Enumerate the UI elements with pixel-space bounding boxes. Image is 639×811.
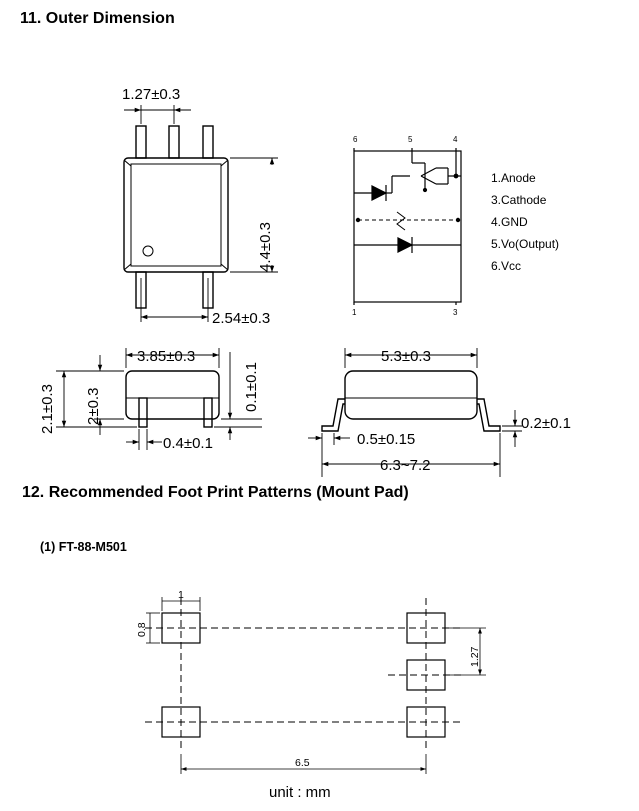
pin-number-3: 3 — [453, 308, 458, 317]
footprint-subtitle: (1) FT-88-M501 — [40, 540, 127, 554]
foot-length-label: 0.5±0.15 — [357, 431, 415, 448]
side-view-package — [125, 370, 220, 428]
pin-pitch-label: 1.27±0.3 — [122, 86, 180, 103]
legend-vcc: 6.Vcc — [491, 259, 521, 273]
section-12-title: 12. Recommended Foot Print Patterns (Mou… — [22, 484, 409, 501]
top-view-package — [123, 125, 229, 309]
pin-span-label: 2.54±0.3 — [212, 310, 270, 327]
pin-number-4: 4 — [453, 135, 458, 144]
footprint-centerlines — [145, 598, 463, 752]
end-view-package — [321, 370, 501, 432]
side-body-width-label: 3.85±0.3 — [137, 348, 195, 365]
pin-number-1: 1 — [352, 308, 357, 317]
top-view-dimensions — [124, 105, 278, 322]
pad-height-label: 0.8 — [136, 622, 148, 637]
pin-number-6: 6 — [353, 135, 358, 144]
legend-anode: 1.Anode — [491, 171, 536, 185]
footprint-dimensions — [146, 597, 486, 774]
body-length-label: 4.4±0.3 — [257, 222, 274, 272]
overall-width-label: 6.3~7.2 — [380, 457, 430, 474]
legend-cathode: 3.Cathode — [491, 193, 547, 207]
end-body-width-label: 5.3±0.3 — [381, 348, 431, 365]
lead-thickness-label: 0.2±0.1 — [521, 415, 571, 432]
side-view-dimensions — [56, 348, 262, 450]
section-11-title: 11. Outer Dimension — [20, 10, 175, 27]
total-height-label: 2.1±0.3 — [39, 384, 56, 434]
standoff-label: 0.1±0.1 — [243, 362, 260, 412]
internal-schematic — [353, 148, 462, 305]
unit-label: unit : mm — [269, 784, 331, 801]
end-view-dimensions — [308, 348, 522, 477]
legend-output: 5.Vo(Output) — [491, 237, 559, 251]
legend-gnd: 4.GND — [491, 215, 528, 229]
span-label: 6.5 — [295, 757, 310, 769]
pin-number-5: 5 — [408, 135, 413, 144]
lead-width-label: 0.4±0.1 — [163, 435, 213, 452]
pitch-label: 1.27 — [469, 646, 481, 667]
pad-width-label: 1 — [178, 589, 184, 601]
body-height-label: 2±0.3 — [85, 388, 102, 425]
